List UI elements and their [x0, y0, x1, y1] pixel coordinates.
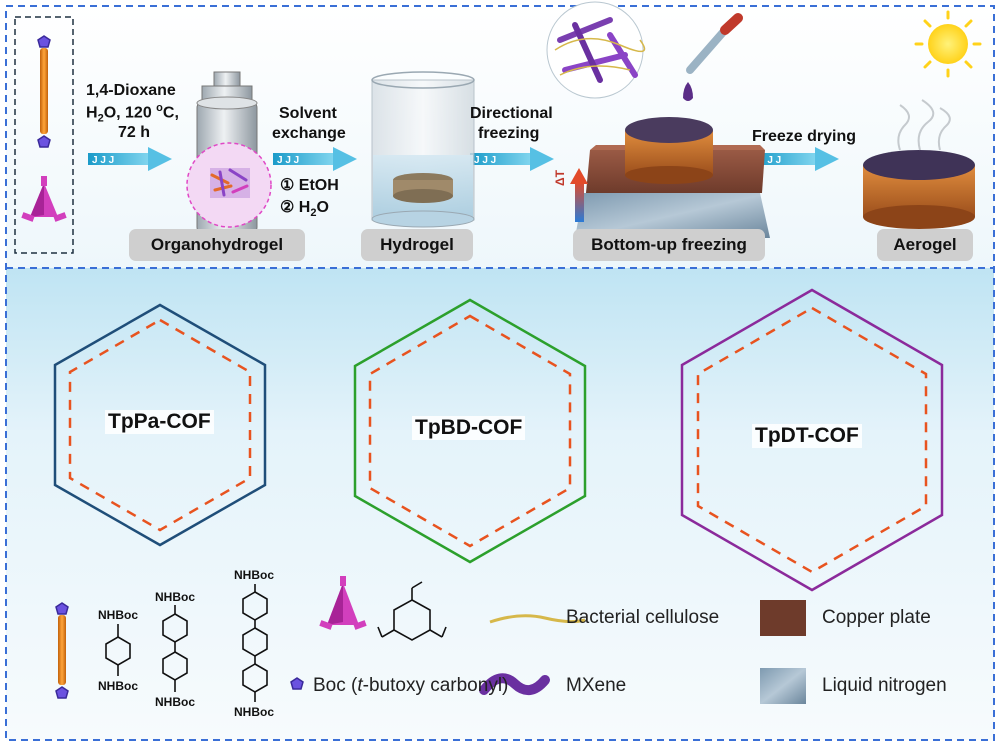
bd-top-label: NHBoc	[155, 590, 196, 604]
arrow-step1: J J J	[88, 147, 172, 171]
dropper	[686, 26, 729, 74]
legend-pa-structure	[105, 624, 131, 676]
aerogel-drying	[863, 10, 982, 229]
freezing-setup	[546, 1, 770, 238]
droplet	[683, 82, 693, 101]
legend-boc: Boc (t-butoxy carbonyl)	[313, 675, 509, 696]
stage-aerogel: Aerogel	[877, 229, 973, 261]
cof-label-tpdt: TpDT-COF	[752, 424, 862, 448]
autoclave-reactor	[186, 71, 272, 236]
svg-text:J J J: J J J	[474, 155, 496, 166]
svg-text:J J J: J J J	[759, 155, 781, 166]
cof-hexagon-2	[353, 298, 587, 564]
legend-bacterial-cellulose: Bacterial cellulose	[566, 607, 720, 628]
stage-organohydrogel: Organohydrogel	[129, 229, 305, 261]
mxene-zoom	[546, 1, 644, 99]
step1-label-line1: 1,4-Dioxane	[86, 82, 176, 99]
stage-hydrogel: Hydrogel	[361, 229, 473, 261]
legend-bd-structure	[162, 605, 188, 692]
bd-bottom-label: NHBoc	[155, 695, 196, 709]
legend-mxene: MXene	[566, 675, 627, 696]
sun-icon	[928, 24, 968, 64]
triangle-node-icon	[21, 176, 67, 222]
step3-label-line1: Directional	[470, 105, 553, 122]
cof-label-tppa: TpPa-COF	[105, 410, 214, 434]
legend-liquid-nitrogen: Liquid nitrogen	[822, 675, 947, 696]
arrow-step4: J J J	[755, 147, 839, 171]
dt-top-label: NHBoc	[234, 568, 275, 582]
step4-label: Freeze drying	[752, 128, 857, 145]
cof-label-tpbd: TpBD-COF	[412, 416, 526, 440]
liquid-nitrogen-block	[575, 193, 770, 238]
step3-label-line2: freezing	[478, 125, 540, 142]
arrow-step3: J J J	[470, 147, 554, 171]
step2-label-line2: exchange	[272, 125, 346, 142]
hydrogel-beaker	[371, 71, 475, 228]
delta-t-label: ΔT	[553, 170, 567, 186]
step2-option1: ① EtOH	[280, 177, 339, 194]
arrow-step2: J J J	[273, 147, 357, 171]
step2-label-line1: Solvent	[279, 105, 337, 122]
liquid-nitrogen-swatch	[760, 668, 806, 704]
mxene-icon	[479, 673, 550, 695]
linker-rod-icon	[37, 35, 51, 148]
outer-border	[5, 5, 995, 741]
step1-label-line2: H2O, 120 oC,	[86, 102, 179, 125]
svg-text:J J J: J J J	[92, 155, 114, 166]
legend-tp-structure	[377, 581, 447, 641]
cof-hexagon-3	[680, 288, 944, 592]
cof-hexagon-1	[53, 303, 267, 547]
dt-bottom-label: NHBoc	[234, 705, 275, 719]
pa-bottom-label: NHBoc	[98, 679, 139, 693]
cellulose-icon	[489, 614, 586, 624]
monomer-box	[14, 16, 74, 254]
svg-text:J J J: J J J	[277, 155, 299, 166]
legend-dt-structure	[242, 584, 268, 702]
stage-bottom-up-freezing: Bottom-up freezing	[573, 229, 765, 261]
step2-option2: ② H2O	[280, 199, 329, 220]
step1-label-line3: 72 h	[118, 124, 151, 141]
boc-icon	[290, 677, 304, 690]
legend-triangle-icon	[319, 576, 367, 630]
legend-copper-plate: Copper plate	[822, 607, 931, 628]
pa-top-label: NHBoc	[98, 608, 139, 622]
legend-rod-icon	[55, 602, 69, 699]
copper-plate-swatch	[760, 600, 806, 636]
